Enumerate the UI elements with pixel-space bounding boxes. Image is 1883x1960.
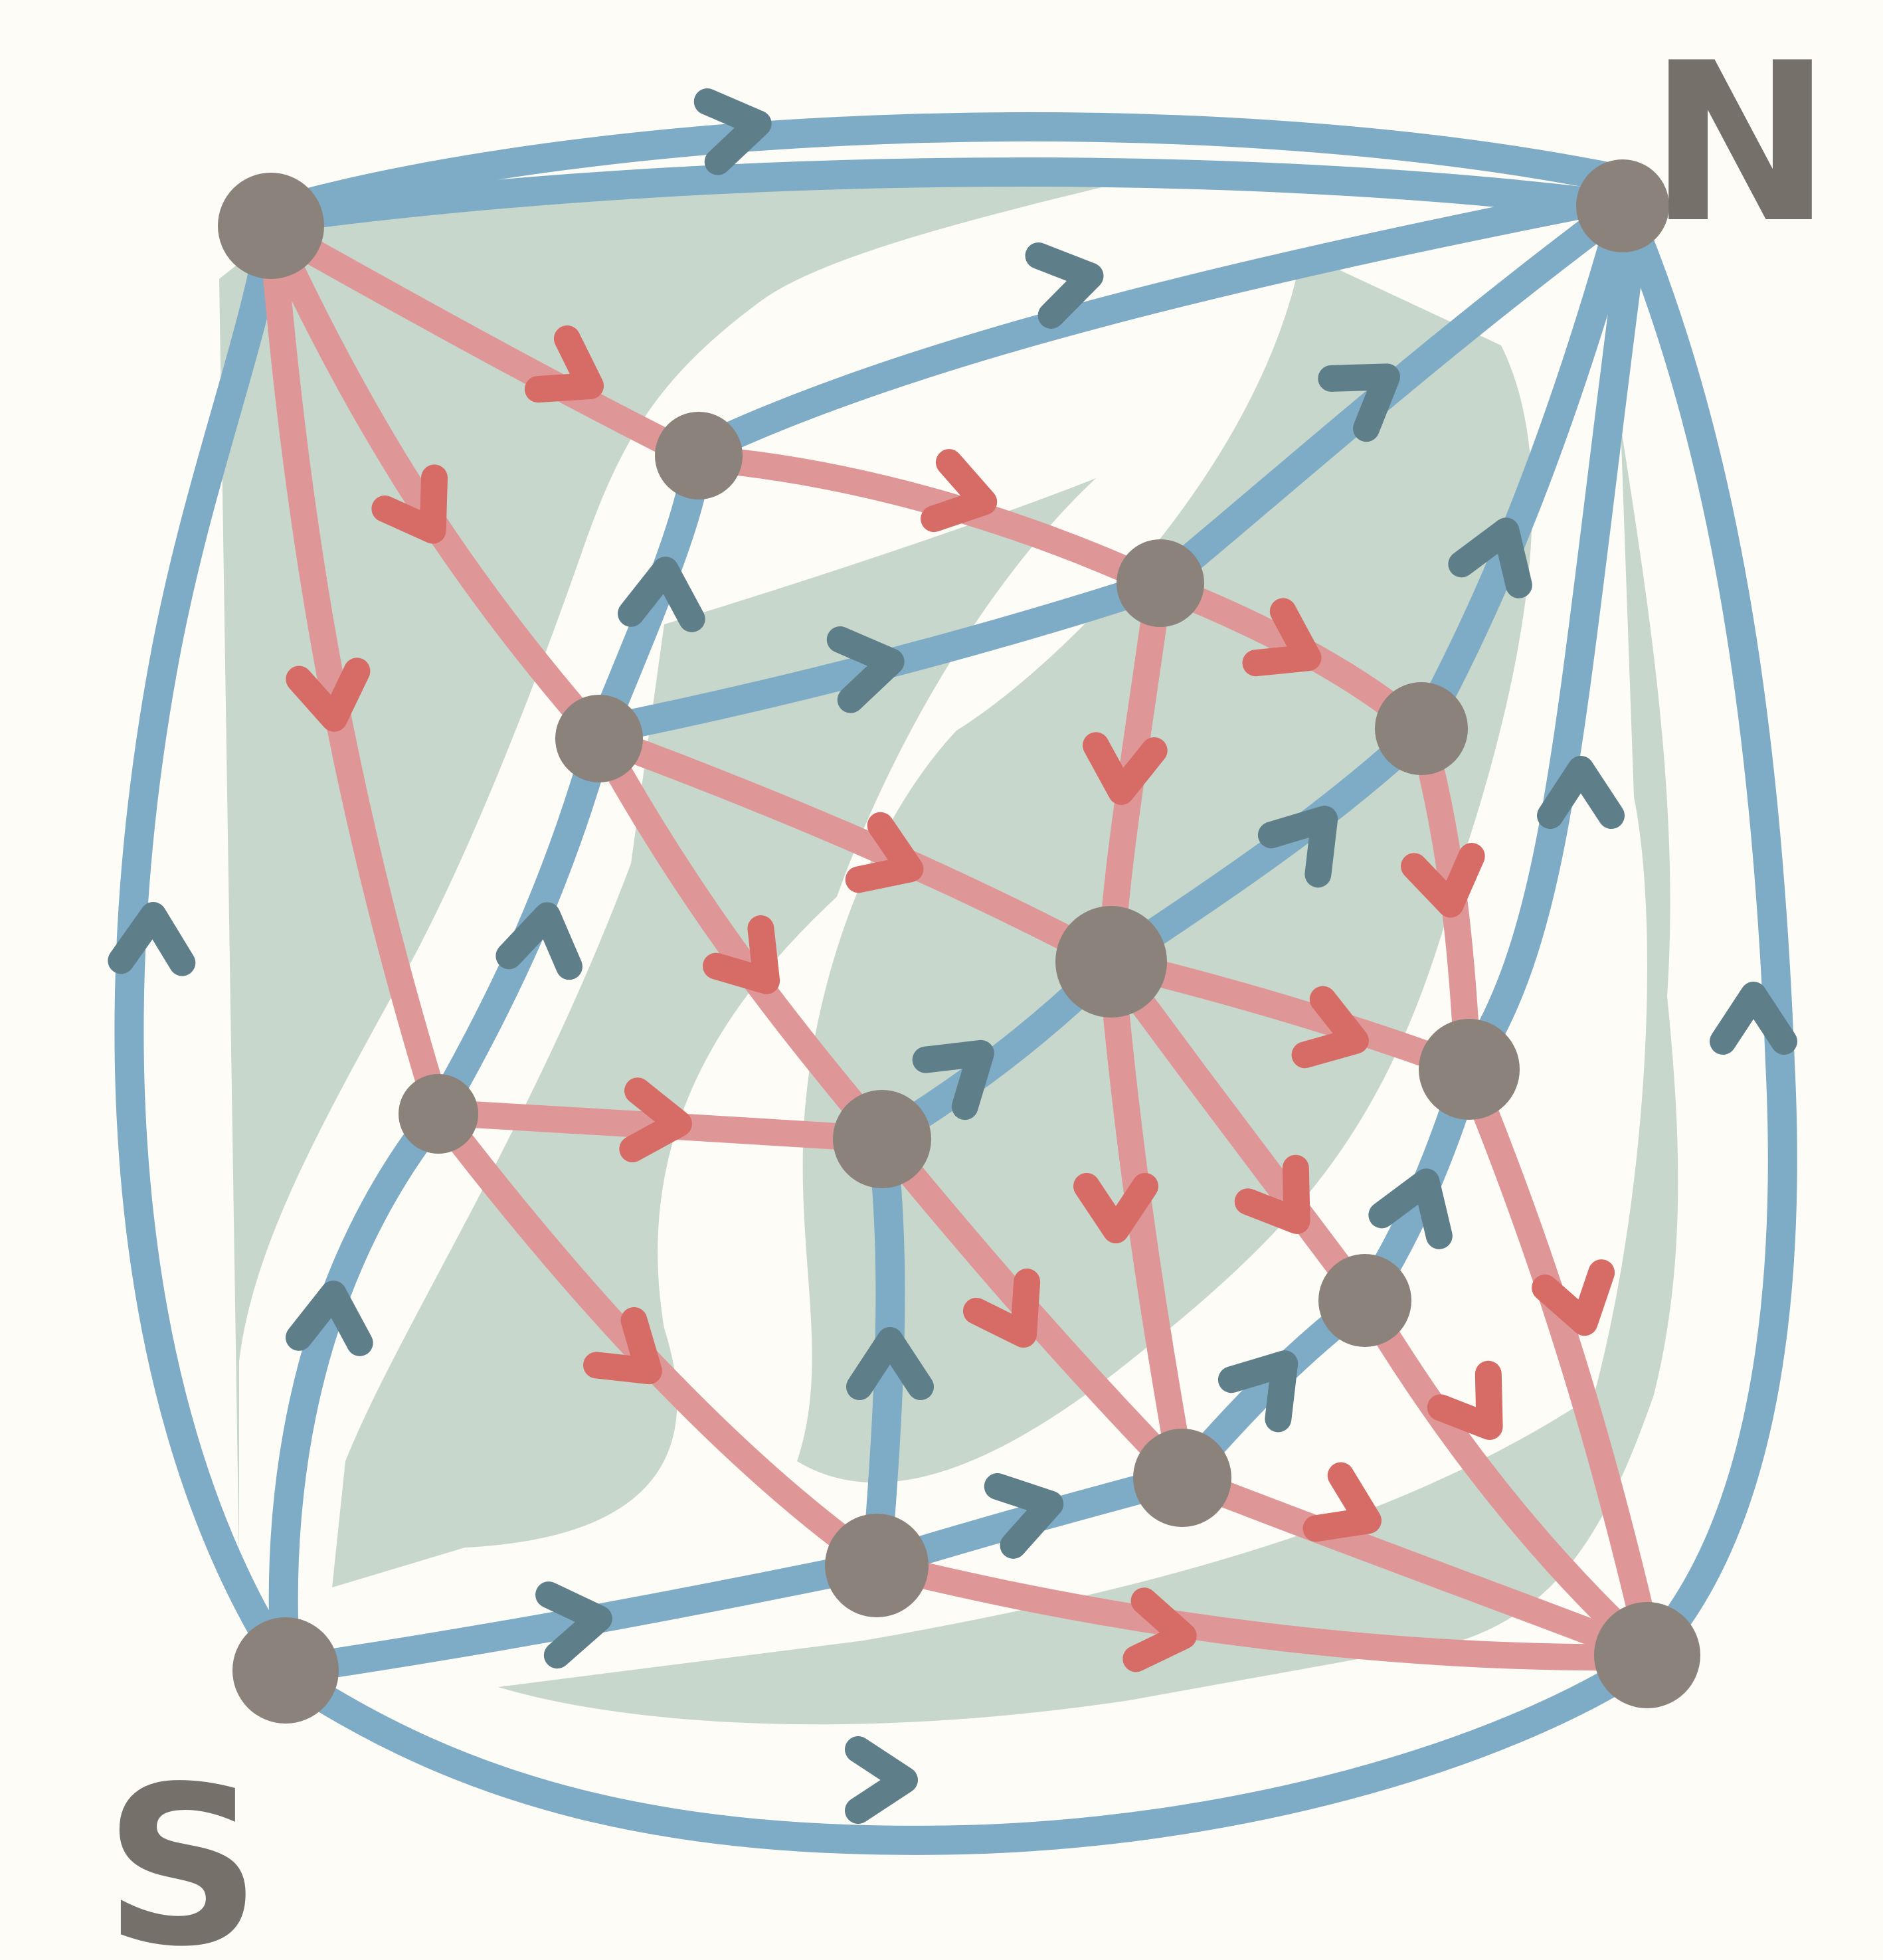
vertex-i <box>1318 1254 1411 1347</box>
vertex-f <box>1055 906 1167 1018</box>
vertex-a <box>655 412 743 499</box>
vertex-south <box>232 1617 339 1724</box>
vertex-e <box>1375 682 1468 775</box>
vertex-h <box>1419 1019 1520 1120</box>
label-north: N <box>1649 16 1832 271</box>
blue-arrow-c-b <box>509 910 577 966</box>
vertex-g <box>833 1090 931 1188</box>
label-south: S <box>104 1739 262 1960</box>
vertex-k <box>825 1514 929 1617</box>
vertex-j <box>1133 1429 1231 1527</box>
blue-arrow-k-j <box>998 1474 1058 1546</box>
vertex-south-east <box>1594 1602 1700 1708</box>
vertex-c <box>399 1074 478 1154</box>
vertex-b <box>555 695 643 782</box>
vertex-north-west <box>218 173 324 279</box>
blue-arrow-bottom <box>858 1749 905 1811</box>
vertex-d <box>1117 539 1204 627</box>
